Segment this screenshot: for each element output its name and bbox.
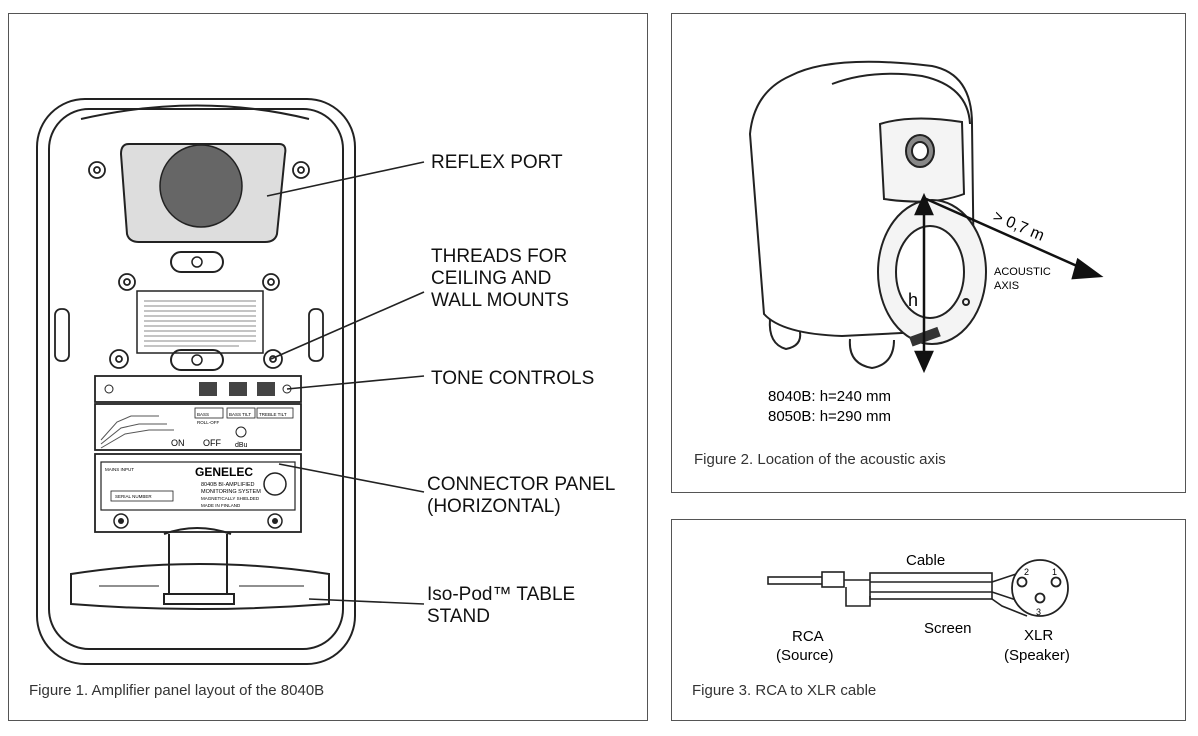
- acoustic-axis-drawing: h > 0,7 m ACOUSTIC AXIS 8040B: h=240 mm …: [748, 60, 1104, 425]
- callout-threads-3: WALL MOUNTS: [431, 290, 569, 311]
- figure-3-caption: Figure 3. RCA to XLR cable: [692, 682, 877, 699]
- acoustic-axis-label-2: AXIS: [994, 280, 1019, 292]
- model-line-1: 8040B BI-AMPLIFIED: [201, 482, 255, 488]
- bass-tilt-label: BASS TILT: [229, 412, 251, 417]
- speaker-top-curve: [80, 104, 310, 120]
- pin-2-label: 2: [1024, 567, 1029, 577]
- cable-body: [844, 571, 1035, 617]
- figure-1-caption: Figure 1. Amplifier panel layout of the …: [29, 682, 325, 699]
- pin-1-label: 1: [1052, 567, 1057, 577]
- figure-2-panel: h > 0,7 m ACOUSTIC AXIS 8040B: h=240 mm …: [671, 13, 1186, 493]
- switch-off-label: OFF: [203, 438, 221, 448]
- warning-label: [136, 290, 264, 354]
- rca-label: RCA: [792, 628, 824, 645]
- callout-isopod-2: STAND: [427, 606, 490, 627]
- figure-1-panel: BASS ROLL-OFF BASS TILT TREBLE TILT ON O…: [8, 13, 648, 721]
- acoustic-axis-label-1: ACOUSTIC: [994, 266, 1051, 278]
- screen-label: Screen: [924, 620, 972, 637]
- mains-input-label: MAINS INPUT: [105, 467, 134, 472]
- made-in-label: MADE IN FINLAND: [201, 503, 241, 508]
- spec-8040b: 8040B: h=240 mm: [768, 388, 891, 405]
- callout-tone-controls: TONE CONTROLS: [431, 368, 594, 389]
- height-arrow: [914, 192, 934, 374]
- xlr-label: XLR: [1024, 627, 1053, 644]
- xlr-connector: [1011, 559, 1069, 617]
- cable-label: Cable: [906, 552, 945, 569]
- figure-3-panel: 2 1 3 Cable Screen RCA (Source) XLR (Spe…: [671, 519, 1186, 721]
- speaker-inner-body: [48, 108, 344, 650]
- amplifier-panel-drawing: BASS ROLL-OFF BASS TILT TREBLE TILT ON O…: [36, 98, 615, 665]
- genelec-logo-text: GENELEC: [195, 465, 253, 479]
- rca-plug: [767, 571, 845, 588]
- acoustic-axis-arrow: [923, 196, 1104, 280]
- pin-3-label: 3: [1036, 607, 1041, 617]
- xlr-speaker-label: (Speaker): [1004, 647, 1070, 664]
- callout-connector-1: CONNECTOR PANEL: [427, 474, 615, 495]
- xlr-input-socket: [263, 472, 287, 496]
- callout-threads-1: THREADS FOR: [431, 246, 567, 267]
- bass-rolloff-label: BASS: [197, 412, 209, 417]
- treble-tilt-label: TREBLE TILT: [259, 412, 287, 417]
- isopod-stand: [70, 527, 330, 610]
- handle-slot-top: [170, 251, 224, 273]
- reflex-port: [119, 143, 287, 243]
- callout-leaders: [266, 161, 425, 605]
- callout-connector-2: (HORIZONTAL): [427, 496, 561, 517]
- h-label: h: [908, 290, 918, 310]
- callout-threads-2: CEILING AND: [431, 268, 551, 289]
- switch-on-label: ON: [171, 438, 185, 448]
- serial-number-label: SERIAL NUMBER: [115, 494, 152, 499]
- rca-xlr-cable-drawing: 2 1 3 Cable Screen RCA (Source) XLR (Spe…: [767, 552, 1070, 664]
- connector-panel: MAINS INPUT GENELEC 8040B BI-AMPLIFIED M…: [94, 453, 302, 533]
- shielded-label: MAGNETICALLY SHIELDED: [201, 496, 260, 501]
- model-line-2: MONITORING SYSTEM: [201, 489, 261, 495]
- rca-source-label: (Source): [776, 647, 834, 664]
- tone-controls-panel: BASS ROLL-OFF BASS TILT TREBLE TILT ON O…: [94, 375, 302, 451]
- speaker-side-view: [748, 60, 987, 370]
- figure-2-caption: Figure 2. Location of the acoustic axis: [694, 451, 946, 468]
- callout-isopod-1: Iso-Pod™ TABLE: [427, 584, 575, 605]
- spec-8050b: 8050B: h=290 mm: [768, 408, 891, 425]
- bass-rolloff-label-2: ROLL-OFF: [197, 420, 220, 425]
- speaker-outer-body: [36, 98, 356, 665]
- dbu-label: dBu: [235, 442, 248, 449]
- callout-reflex-port: REFLEX PORT: [431, 152, 563, 173]
- mount-threads: [88, 161, 310, 369]
